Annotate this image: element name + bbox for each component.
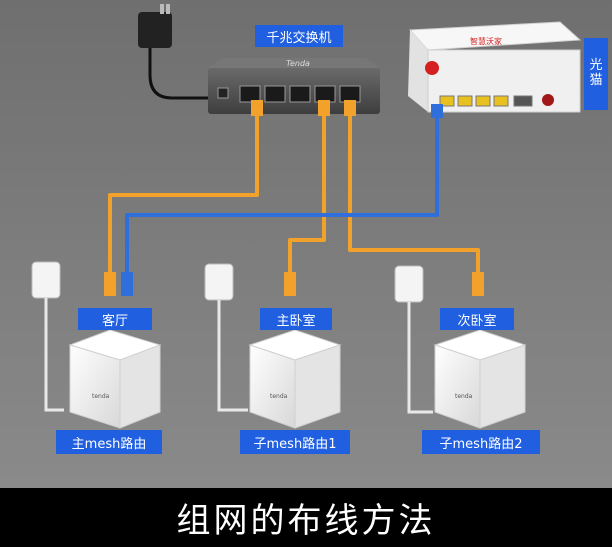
sub-router-1-label: 子mesh路由1 bbox=[240, 430, 350, 454]
main-mesh-router: tenda bbox=[31, 261, 162, 429]
second-bedroom-label: 次卧室 bbox=[440, 308, 514, 330]
modem-label-char-2: 猫 bbox=[589, 73, 603, 88]
switch-ports bbox=[217, 85, 361, 103]
modem-brand: 智慧沃家 bbox=[470, 36, 502, 46]
svg-text:tenda: tenda bbox=[455, 393, 473, 400]
cable-switch-to-master bbox=[288, 112, 326, 275]
gigabit-switch: Tenda bbox=[208, 58, 380, 116]
svg-text:tenda: tenda bbox=[92, 393, 110, 400]
svg-text:tenda: tenda bbox=[270, 393, 288, 400]
modem-logo-icon bbox=[425, 61, 439, 75]
cable-switch-to-second bbox=[348, 112, 480, 275]
sub-mesh-router-2: tenda bbox=[394, 265, 527, 429]
sub-mesh-router-1: tenda bbox=[204, 263, 342, 429]
caption: 组网的布线方法 bbox=[176, 501, 436, 541]
sub-router-2-label: 子mesh路由2 bbox=[422, 430, 540, 454]
master-bedroom-label: 主卧室 bbox=[260, 308, 332, 330]
cable-modem-to-main bbox=[125, 112, 439, 275]
cable-switch-to-living bbox=[108, 112, 259, 275]
switch-brand: Tenda bbox=[286, 59, 310, 68]
modem-ports bbox=[439, 94, 554, 107]
optical-modem: 智慧沃家 bbox=[408, 21, 582, 118]
modem-label-char-1: 光 bbox=[589, 58, 603, 74]
caption-bar: 组网的布线方法 bbox=[0, 488, 612, 547]
main-router-label: 主mesh路由 bbox=[56, 430, 162, 454]
living-room-label: 客厅 bbox=[78, 308, 152, 330]
modem-label: 光 猫 bbox=[584, 38, 608, 110]
switch-label: 千兆交换机 bbox=[255, 25, 343, 47]
wiring-diagram: Tenda 智慧沃家 bbox=[0, 0, 612, 488]
router-plugs bbox=[104, 272, 484, 296]
switch-power-adapter bbox=[138, 4, 214, 100]
